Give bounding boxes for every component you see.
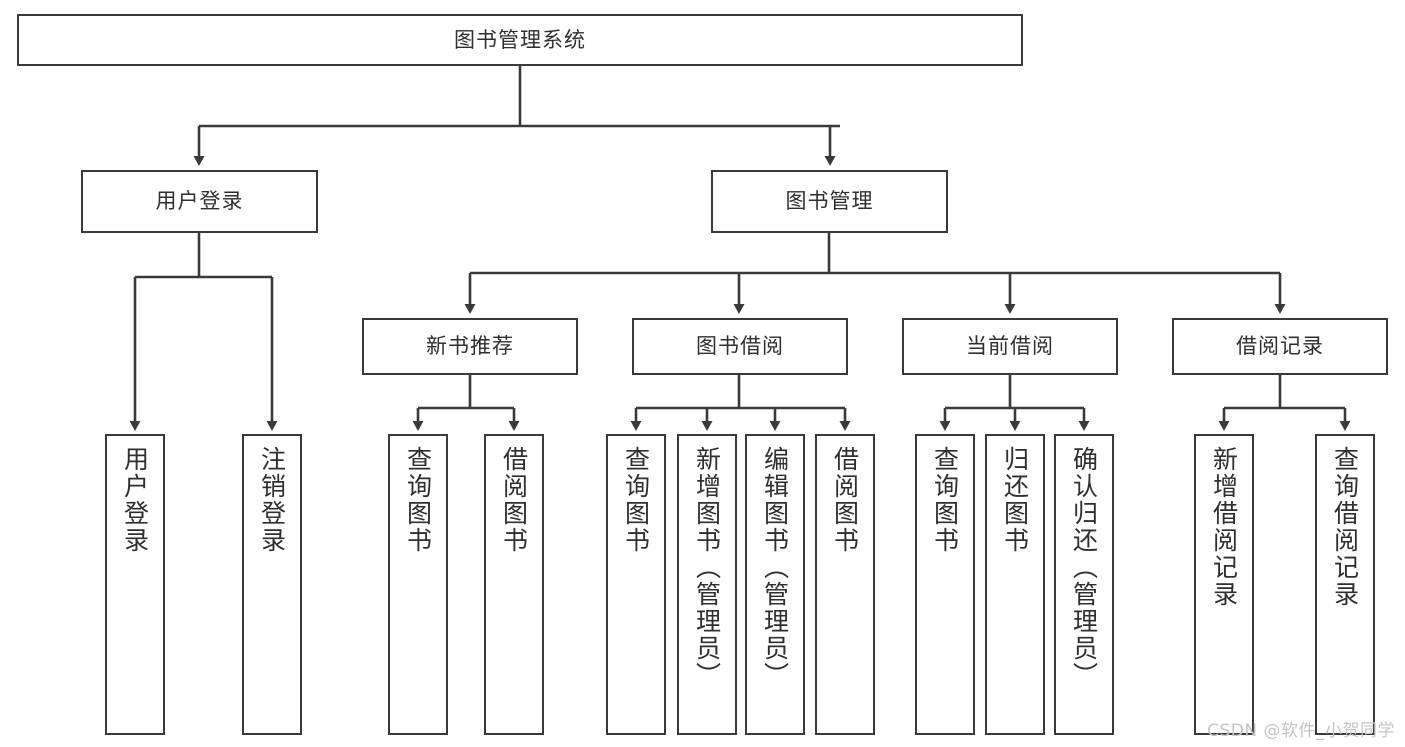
node-new-book-rec-label: 新书推荐 — [426, 334, 514, 359]
node-leaf-user-login[interactable]: 用户登录 — [105, 434, 165, 735]
node-root-label: 图书管理系统 — [454, 27, 586, 52]
node-leaf-add-book-admin[interactable]: 新增图书（管理员） — [677, 434, 737, 735]
node-leaf-return-book[interactable]: 归还图书 — [985, 434, 1045, 735]
node-leaf-query-borrow-record-label: 查询借阅记录 — [1330, 446, 1360, 608]
node-leaf-logout[interactable]: 注销登录 — [242, 434, 302, 735]
node-leaf-edit-book-admin[interactable]: 编辑图书（管理员） — [745, 434, 805, 735]
node-leaf-borrow-book-2-label: 借阅图书 — [830, 446, 860, 554]
node-leaf-logout-label: 注销登录 — [257, 446, 287, 554]
node-user-login-label: 用户登录 — [155, 189, 244, 214]
node-leaf-return-book-label: 归还图书 — [1000, 446, 1030, 554]
node-leaf-confirm-return-admin[interactable]: 确认归还（管理员） — [1054, 434, 1114, 735]
node-current-borrow-label: 当前借阅 — [966, 334, 1054, 359]
node-leaf-query-book-1-label: 查询图书 — [403, 446, 433, 554]
node-leaf-borrow-book-2[interactable]: 借阅图书 — [815, 434, 875, 735]
node-leaf-query-book-2[interactable]: 查询图书 — [606, 434, 666, 735]
node-leaf-query-book-1[interactable]: 查询图书 — [388, 434, 448, 735]
node-leaf-query-borrow-record[interactable]: 查询借阅记录 — [1315, 434, 1375, 735]
node-leaf-add-book-admin-label: 新增图书（管理员） — [692, 446, 722, 689]
node-leaf-borrow-book-1[interactable]: 借阅图书 — [484, 434, 544, 735]
node-root[interactable]: 图书管理系统 — [17, 14, 1023, 66]
node-leaf-edit-book-admin-label: 编辑图书（管理员） — [760, 446, 790, 689]
node-leaf-add-borrow-record-label: 新增借阅记录 — [1209, 446, 1239, 608]
csdn-watermark: CSDN @软件_小贺同学 — [1207, 721, 1395, 741]
node-leaf-query-book-3[interactable]: 查询图书 — [915, 434, 975, 735]
node-leaf-query-book-3-label: 查询图书 — [930, 446, 960, 554]
node-new-book-rec[interactable]: 新书推荐 — [362, 318, 578, 375]
node-book-manage-label: 图书管理 — [785, 189, 874, 214]
node-book-borrow[interactable]: 图书借阅 — [632, 318, 848, 375]
node-user-login[interactable]: 用户登录 — [81, 170, 318, 233]
node-book-borrow-label: 图书借阅 — [696, 334, 784, 359]
node-borrow-record[interactable]: 借阅记录 — [1172, 318, 1388, 375]
node-leaf-user-login-label: 用户登录 — [120, 446, 150, 554]
node-book-manage[interactable]: 图书管理 — [711, 170, 948, 233]
node-leaf-borrow-book-1-label: 借阅图书 — [499, 446, 529, 554]
node-borrow-record-label: 借阅记录 — [1236, 334, 1324, 359]
node-leaf-confirm-return-admin-label: 确认归还（管理员） — [1069, 446, 1099, 689]
node-leaf-add-borrow-record[interactable]: 新增借阅记录 — [1194, 434, 1254, 735]
node-leaf-query-book-2-label: 查询图书 — [621, 446, 651, 554]
node-current-borrow[interactable]: 当前借阅 — [902, 318, 1118, 375]
